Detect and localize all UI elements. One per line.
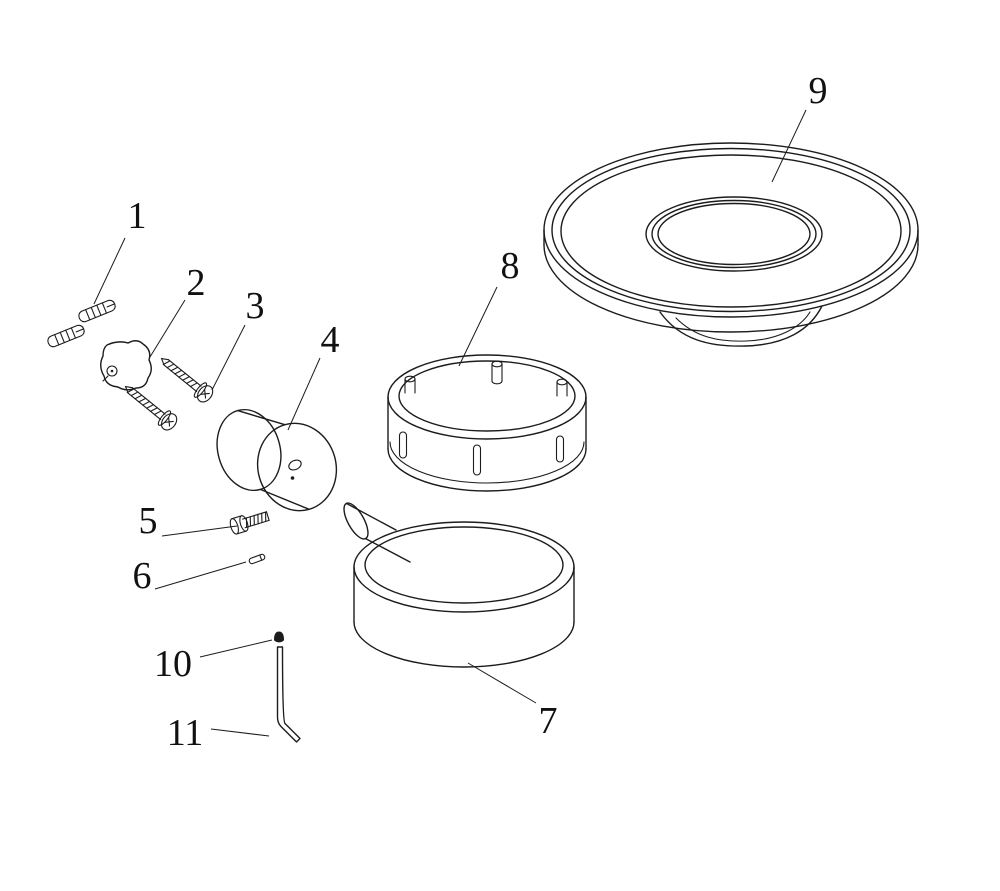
part-label-9: 9 xyxy=(809,70,828,112)
ring-slots xyxy=(398,431,565,476)
part-label-1: 1 xyxy=(128,195,147,237)
part-label-11: 11 xyxy=(167,712,204,754)
part-label-5: 5 xyxy=(139,500,158,542)
leader-line-7 xyxy=(467,662,537,704)
leader-line-11 xyxy=(210,728,270,737)
leader-line-2 xyxy=(149,299,186,358)
part-4-wall-post xyxy=(216,408,338,512)
part-label-3: 3 xyxy=(246,285,265,327)
part-label-4: 4 xyxy=(321,319,340,361)
part-label-6: 6 xyxy=(133,555,152,597)
part-label-10: 10 xyxy=(154,643,192,685)
part-3-screws xyxy=(124,357,214,431)
part-8-inner-ring xyxy=(387,354,587,492)
part-6-pin xyxy=(248,553,266,565)
part-1-wall-anchors xyxy=(47,299,116,348)
part-9-soap-dish xyxy=(543,142,919,347)
leader-line-9 xyxy=(771,109,807,183)
leader-line-1 xyxy=(93,237,126,305)
part-labels: 1 2 3 4 5 6 7 8 9 10 11 xyxy=(128,70,828,754)
leader-lines xyxy=(93,109,807,737)
part-label-8: 8 xyxy=(501,245,520,287)
leader-line-10 xyxy=(199,639,273,658)
ring-pegs xyxy=(404,360,568,397)
leader-line-5 xyxy=(161,525,238,537)
part-5-set-screw xyxy=(229,511,270,535)
leader-line-3 xyxy=(211,324,246,391)
leader-line-6 xyxy=(154,561,247,590)
part-label-7: 7 xyxy=(539,700,558,742)
part-7-holder-cup xyxy=(343,502,575,668)
part-10-cap-tip xyxy=(273,631,285,643)
part-label-2: 2 xyxy=(187,262,206,304)
part-2-mounting-bracket xyxy=(100,340,152,391)
part-11-hex-key xyxy=(276,646,301,743)
leader-line-4 xyxy=(287,357,321,431)
leader-line-8 xyxy=(458,286,498,367)
cup-mounting-stub xyxy=(343,502,411,563)
